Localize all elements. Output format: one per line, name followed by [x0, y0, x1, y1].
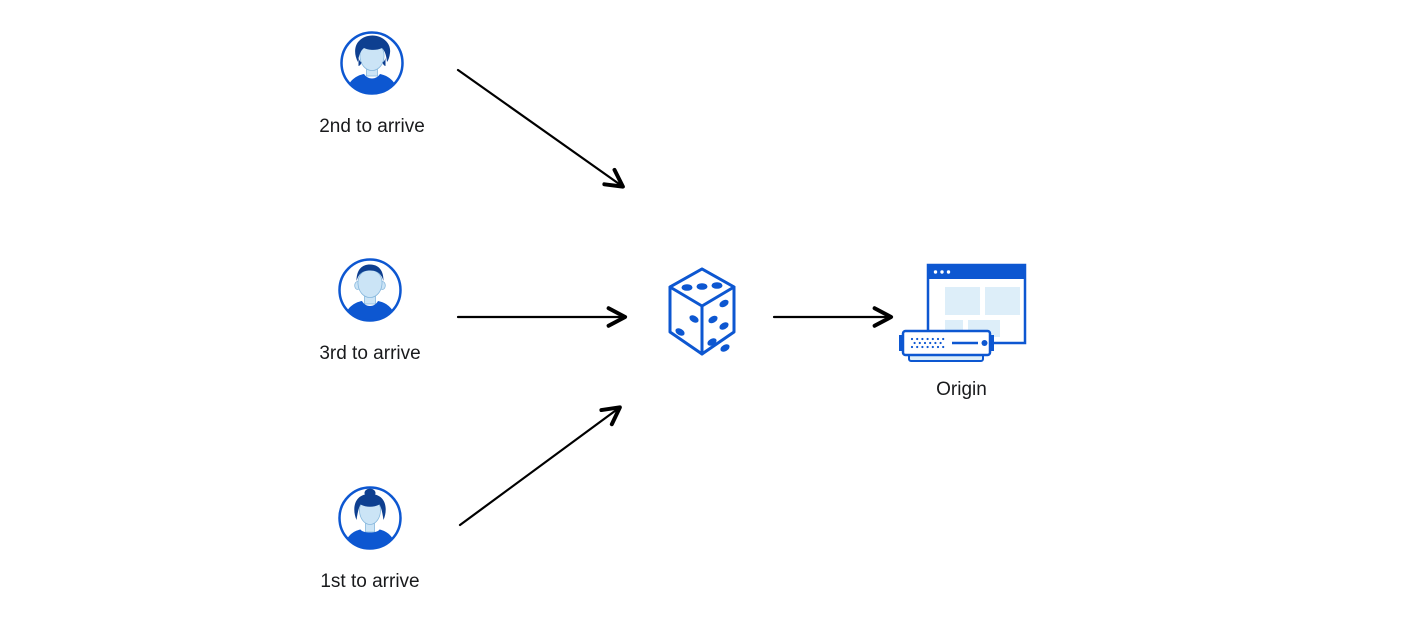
origin-server-browser-icon: [899, 263, 1027, 362]
male-user-swept-hair-avatar-icon: [340, 31, 404, 95]
user-node-second-arrival: 2nd to arrive: [302, 30, 442, 139]
user-label-second: 2nd to arrive: [319, 116, 425, 137]
male-user-short-hair-avatar-icon: [338, 258, 402, 322]
user-label-first: 1st to arrive: [320, 571, 420, 592]
server-vent-dots: [910, 337, 945, 349]
server-led-dot: [981, 340, 988, 346]
origin-node: Origin: [896, 263, 1027, 402]
edge-user-top-to-randomizer: [456, 68, 625, 189]
user-node-first-arrival: 1st to arrive: [300, 485, 440, 594]
origin-label: Origin: [936, 379, 987, 400]
randomizer-node: [667, 266, 737, 357]
dice-icon: [668, 267, 736, 356]
user-label-third: 3rd to arrive: [319, 343, 421, 364]
user-node-third-arrival: 3rd to arrive: [300, 257, 440, 366]
server-box-icon: [899, 329, 994, 362]
edge-user-bottom-to-randomizer: [458, 405, 622, 527]
female-user-bun-avatar-icon: [338, 486, 402, 550]
